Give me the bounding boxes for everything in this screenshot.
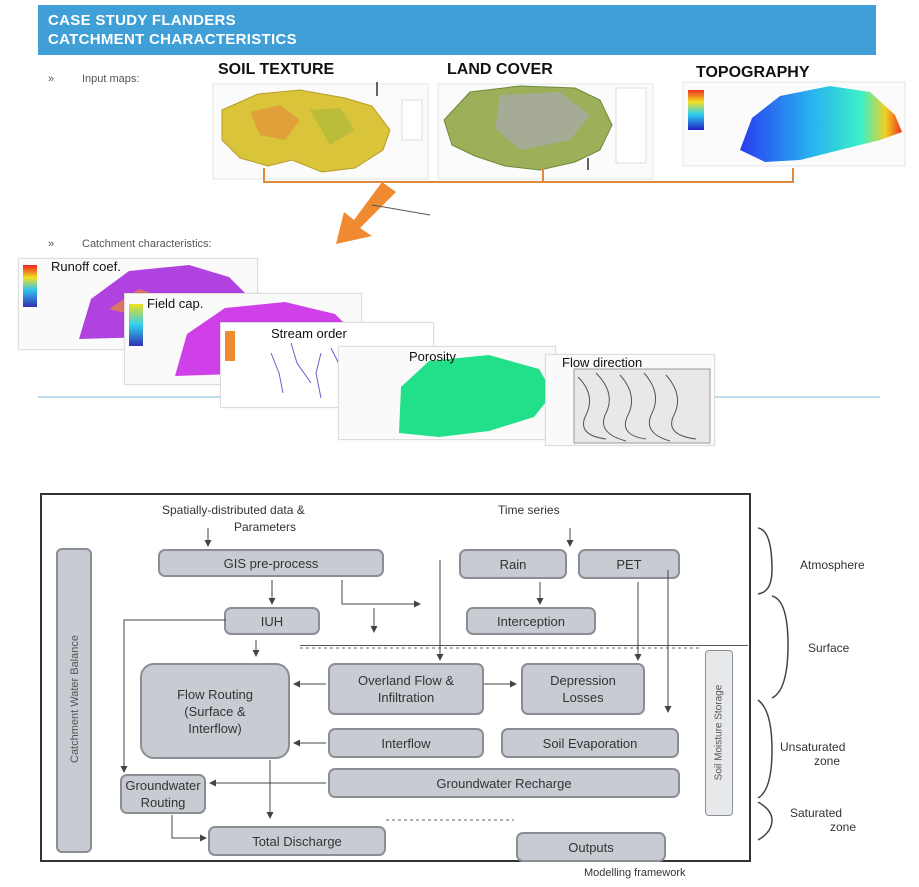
bullet-icon: »: [48, 73, 55, 85]
bullet-icon: »: [48, 238, 55, 250]
interflow-box: Interflow: [328, 728, 484, 758]
stream-order-title: Stream order: [271, 326, 347, 341]
atmosphere-label: Atmosphere: [800, 558, 865, 572]
groundwater-recharge-box: Groundwater Recharge: [328, 768, 680, 798]
overland-flow-box: Overland Flow & Infiltration: [328, 663, 484, 715]
unsaturated-label: Unsaturated: [780, 740, 846, 754]
flow-direction-title: Flow direction: [562, 355, 643, 370]
interception-box: Interception: [466, 607, 596, 635]
spatial-data-label: Spatially-distributed data &: [162, 503, 305, 517]
rain-box: Rain: [459, 549, 567, 579]
flow-direction-panel: Flow direction: [545, 354, 715, 446]
framework-arrows: [120, 528, 700, 842]
gis-preprocess-box: GIS pre-process: [158, 549, 384, 577]
soil-moisture-storage-bar: [705, 650, 733, 816]
input-maps-graphic: [38, 81, 906, 398]
down-left-arrow-icon: [336, 182, 396, 244]
surface-label: Surface: [808, 641, 850, 655]
input-maps-label: Input maps:: [82, 73, 140, 85]
saturated-zone-label: zone: [830, 820, 857, 834]
groundwater-routing-box: Groundwater Routing: [120, 774, 206, 814]
surface-divider: [300, 645, 748, 820]
time-series-label: Time series: [498, 503, 560, 517]
saturated-label: Saturated: [790, 806, 843, 820]
framework-frame: [40, 493, 751, 862]
topography-label: TOPOGRAPHY: [696, 64, 810, 81]
unsaturated-zone-label: zone: [814, 754, 841, 768]
soil-evaporation-box: Soil Evaporation: [501, 728, 679, 758]
porosity-panel: Porosity: [338, 346, 556, 440]
soil-texture-label: SOIL TEXTURE: [218, 61, 335, 78]
catchment-water-balance-bar: [56, 548, 92, 853]
land-cover-label: LAND COVER: [447, 61, 553, 78]
porosity-title: Porosity: [409, 349, 456, 364]
iuh-box: IUH: [224, 607, 320, 635]
topo-map-shape: [740, 86, 902, 162]
pet-box: PET: [578, 549, 680, 579]
title-banner: CASE STUDY FLANDERS CATCHMENT CHARACTERI…: [38, 5, 876, 55]
banner-title-line1: CASE STUDY FLANDERS: [48, 12, 236, 29]
field-cap-title: Field cap.: [147, 296, 204, 311]
total-discharge-box: Total Discharge: [208, 826, 386, 856]
flow-routing-box: Flow Routing (Surface & Interflow): [140, 663, 290, 759]
outputs-box: Outputs: [516, 832, 666, 862]
catchment-characteristics-label: Catchment characteristics:: [82, 238, 212, 250]
zone-brackets: [757, 527, 789, 841]
banner-title-line2: CATCHMENT CHARACTERISTICS: [48, 31, 297, 48]
runoff-coef-title: Runoff coef.: [51, 259, 121, 274]
parameters-label: Parameters: [234, 520, 297, 534]
depression-losses-box: Depression Losses: [521, 663, 645, 715]
framework-caption: Modelling framework: [584, 867, 686, 879]
